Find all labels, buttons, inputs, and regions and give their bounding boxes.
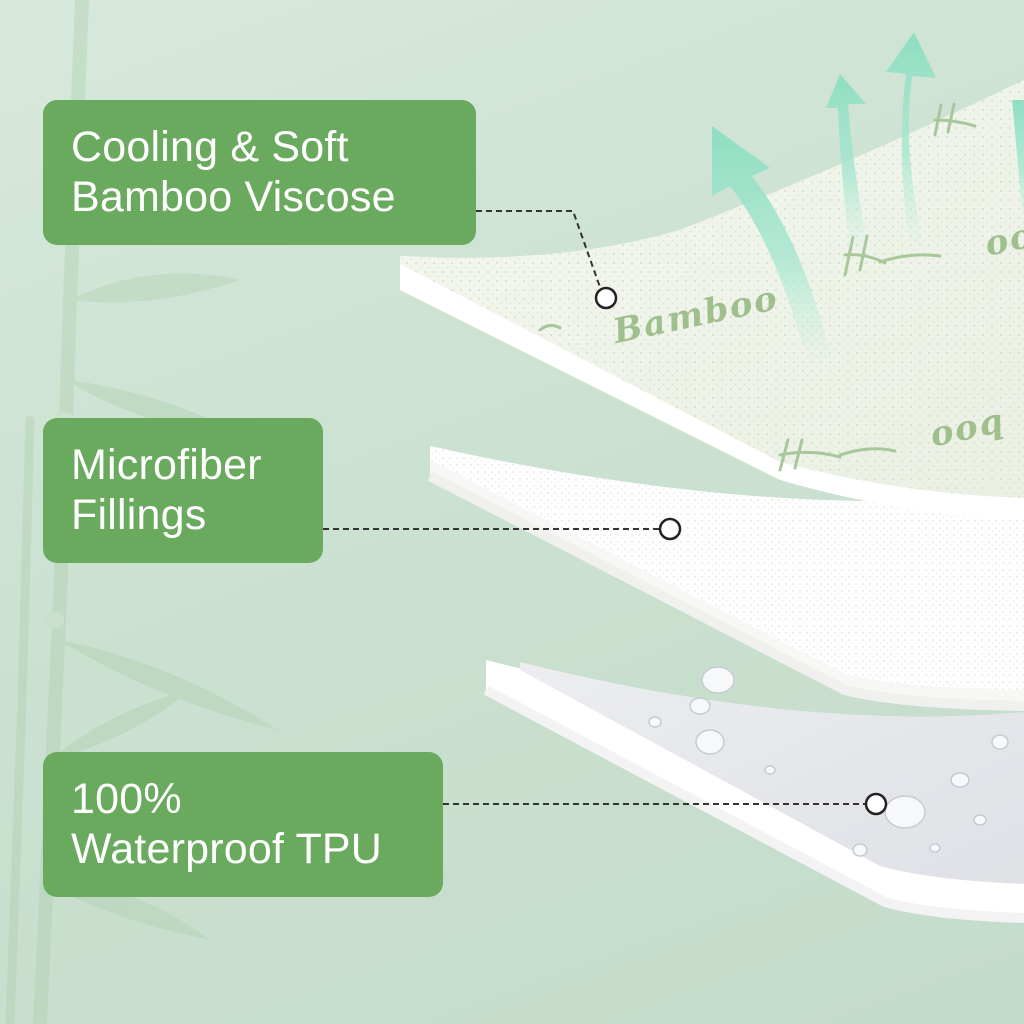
layer-waterproof-tpu [483,660,1024,923]
label-line: Waterproof TPU [71,825,383,873]
label-bamboo-viscose: Cooling & Soft Bamboo Viscose [43,100,476,245]
label-line: Bamboo Viscose [71,173,396,221]
water-droplet-icon [648,666,1009,857]
label-line: 100% [71,775,182,823]
callout-dot-tpu [864,792,888,816]
label-waterproof-tpu: 100% Waterproof TPU [43,752,443,897]
layer-bamboo-viscose [400,80,1024,520]
label-line: Fillings [71,491,207,539]
label-microfiber-fillings: Microfiber Fillings [43,418,323,563]
label-line: Cooling & Soft [71,123,349,171]
airflow-arrow-icon [712,32,1024,366]
leader-line-bamboo [476,210,602,291]
label-line: Microfiber [71,441,262,489]
callout-dot-microfiber [658,517,682,541]
layer-microfiber-fillings [427,446,1024,711]
leader-lines [323,210,866,805]
callout-dot-bamboo [594,286,618,310]
bamboo-print-icon [538,102,977,472]
